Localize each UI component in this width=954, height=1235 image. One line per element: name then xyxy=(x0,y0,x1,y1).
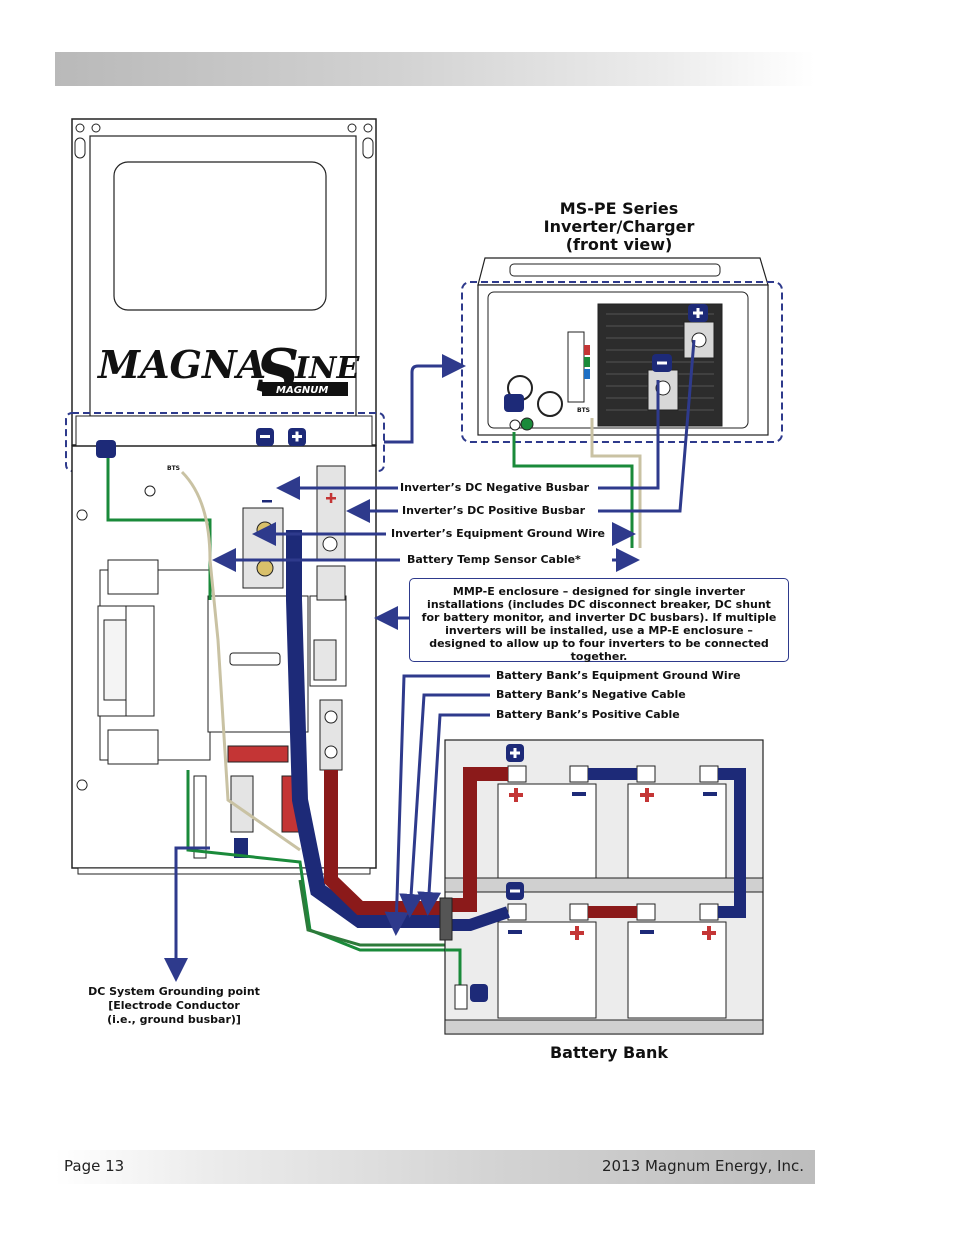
inverter-title-line1: MS-PE Series xyxy=(560,199,678,218)
inverter-title-line3: (front view) xyxy=(566,235,673,254)
ms-pe-inverter-front: BTS xyxy=(477,257,769,436)
battery-bank-title: Battery Bank xyxy=(550,1043,668,1062)
callout-arrows xyxy=(164,339,696,982)
svg-text:BTS: BTS xyxy=(577,407,590,414)
page-number: Page 13 xyxy=(64,1157,125,1175)
battery-bank xyxy=(439,739,764,1035)
footer-bar xyxy=(55,1150,815,1184)
brand-logo: MAGNA xyxy=(96,342,266,387)
header-bar xyxy=(55,52,815,86)
ground-icon xyxy=(470,984,488,1002)
label-equipment-ground-wire: Inverter’s Equipment Ground Wire xyxy=(391,527,605,540)
svg-text:MAGNUM: MAGNUM xyxy=(276,385,328,396)
label-temp-sensor: Battery Temp Sensor Cable* xyxy=(407,553,581,566)
svg-text:INE: INE xyxy=(294,351,360,386)
magnasine-inverter: MAGNA S INE MAGNUM xyxy=(71,118,377,447)
enclosure-polarity-marks: BTS xyxy=(96,428,336,503)
enclosure-note: MMP-E enclosure – designed for single in… xyxy=(409,578,789,663)
zoom-connector-arrow xyxy=(384,354,466,444)
svg-text:S: S xyxy=(256,337,299,407)
label-bank-negative: Battery Bank’s Negative Cable xyxy=(496,688,686,701)
ground-icon xyxy=(96,440,116,458)
label-dc-negative-busbar: Inverter’s DC Negative Busbar xyxy=(400,481,590,494)
label-grounding-line2: [Electrode Conductor xyxy=(108,999,240,1012)
ms-pe-wiring xyxy=(512,418,642,548)
inverter-title-line2: Inverter/Charger xyxy=(544,217,695,236)
label-grounding-line1: DC System Grounding point xyxy=(88,985,260,998)
label-dc-positive-busbar: Inverter’s DC Positive Busbar xyxy=(402,504,586,517)
label-bank-positive: Battery Bank’s Positive Cable xyxy=(496,708,680,721)
ground-icon xyxy=(504,394,524,412)
label-grounding-line3: (i.e., ground busbar)] xyxy=(107,1013,241,1026)
mmp-e-enclosure xyxy=(71,445,377,875)
svg-text:BTS: BTS xyxy=(167,465,180,472)
copyright: 2013 Magnum Energy, Inc. xyxy=(602,1157,804,1175)
label-bank-ground: Battery Bank’s Equipment Ground Wire xyxy=(496,669,741,682)
